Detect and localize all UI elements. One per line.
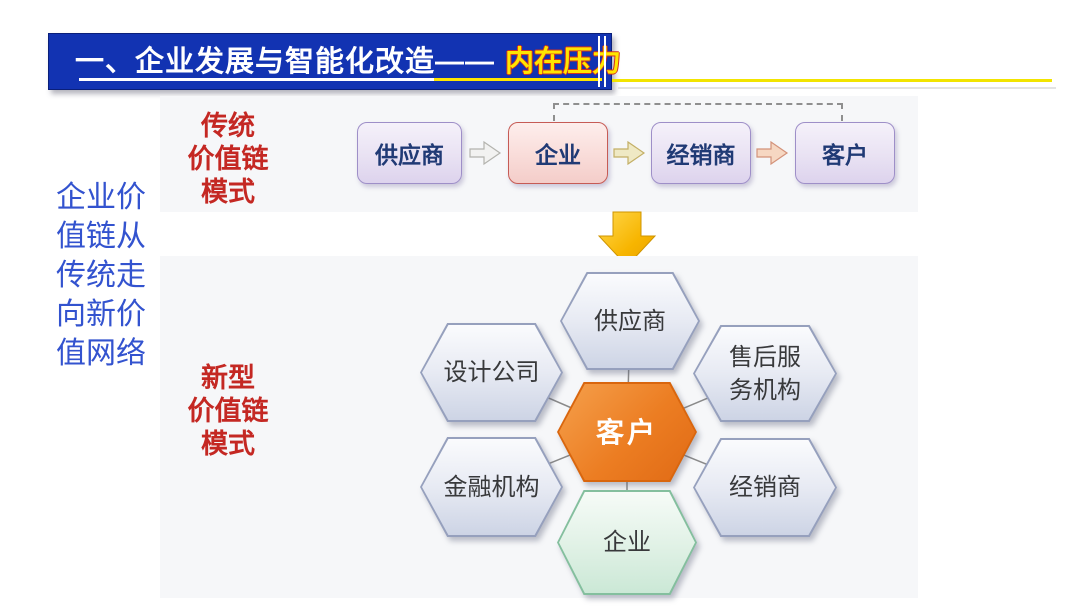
network-label: 新型 价值链 模式 (187, 363, 269, 459)
hex-node-label: 售后服 务机构 (729, 343, 801, 404)
chain-box-supplier: 供应商 (357, 122, 462, 184)
title-bar-edge-line (598, 36, 600, 87)
chain-box-customer: 客户 (795, 122, 895, 184)
flow-arrow-right-icon (756, 140, 789, 166)
hex-node-label: 客户 (595, 416, 658, 448)
page-title-highlight: 内在压力 (505, 45, 622, 78)
hex-node-label: 设计公司 (443, 359, 540, 386)
chain-box-dealer: 经销商 (651, 122, 751, 184)
hex-node-label: 经销商 (729, 474, 801, 501)
down-arrow-icon (597, 211, 657, 267)
hex-node-design-company: 设计公司 (420, 323, 563, 422)
flow-arrow-right-icon (469, 140, 502, 166)
network-panel (160, 256, 918, 598)
title-underline-white (79, 78, 434, 81)
hex-node-aftersales: 售后服 务机构 (693, 325, 837, 422)
hex-node-enterprise: 企业 (557, 490, 697, 595)
hex-node-dealer: 经销商 (693, 438, 837, 537)
title-bar-edge-line (604, 36, 606, 87)
horizontal-rule-shadow (618, 87, 1056, 89)
traditional-label: 传统 价值链 模式 (187, 111, 269, 207)
flow-arrow-right-icon (613, 140, 646, 166)
title-underline-yellow (434, 78, 602, 81)
network-connector-lines (490, 320, 766, 542)
hex-node-financial: 金融机构 (420, 437, 563, 537)
hex-node-supplier: 供应商 (560, 272, 700, 370)
hex-node-label: 企业 (603, 529, 651, 556)
chain-box-label: 供应商 (375, 142, 444, 168)
chain-box-enterprise: 企业 (508, 122, 608, 184)
feedback-dashed-connector (553, 103, 843, 121)
side-note: 企业价 值链从 传统走 向新价 值网络 (56, 181, 146, 370)
hex-node-label: 金融机构 (443, 473, 540, 501)
chain-box-label: 企业 (535, 142, 581, 168)
hex-node-customer-center: 客户 (557, 382, 697, 482)
title-bar: 一、企业发展与智能化改造—— 内在压力 (48, 33, 621, 90)
chain-box-label: 客户 (822, 142, 868, 168)
horizontal-rule-yellow (612, 79, 1052, 82)
chain-box-label: 经销商 (666, 142, 736, 168)
page-title: 一、企业发展与智能化改造—— (75, 45, 496, 78)
hex-node-label: 供应商 (594, 307, 666, 335)
